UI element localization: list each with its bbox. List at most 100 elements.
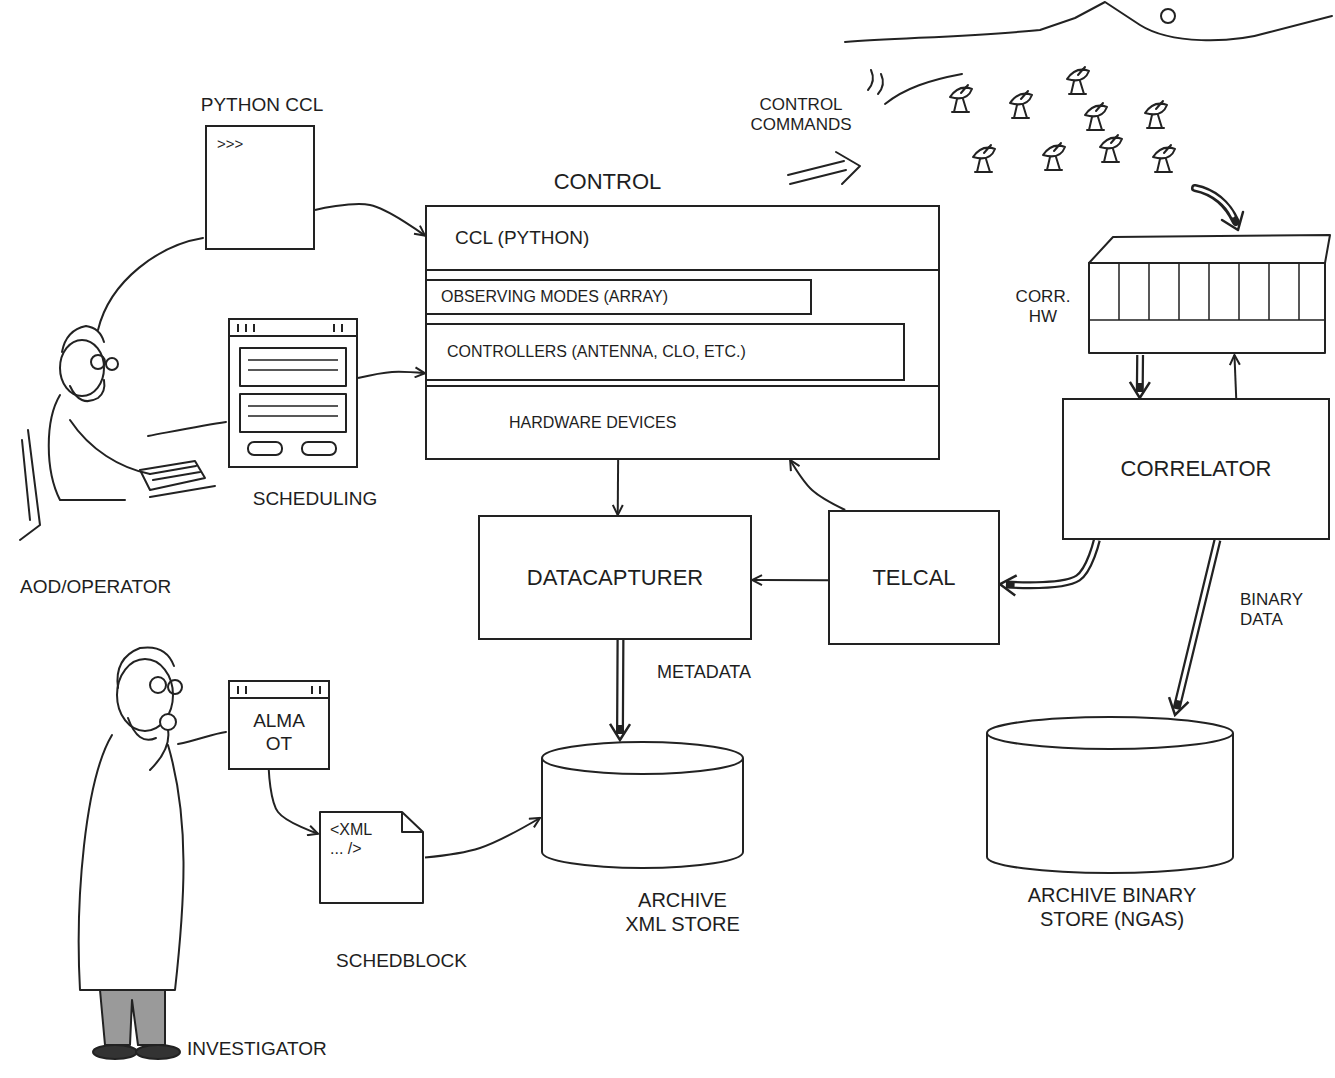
connector-arrow bbox=[752, 579, 828, 581]
mountain-ridge bbox=[845, 2, 1332, 42]
node-label: PYTHON CCL bbox=[201, 94, 323, 117]
feed-arrow-head bbox=[1222, 212, 1243, 230]
shape-group bbox=[542, 742, 743, 868]
component-box: CONTROLCCL (PYTHON)OBSERVING MODES (ARRA… bbox=[425, 205, 940, 460]
node-label: CORRELATOR bbox=[1121, 456, 1272, 482]
figure-caption: INVESTIGATOR bbox=[185, 1038, 329, 1061]
rack-dividers bbox=[1089, 263, 1325, 320]
connector-arrow bbox=[790, 460, 845, 510]
panel-lines bbox=[248, 360, 338, 416]
node-label: TELCAL bbox=[872, 564, 955, 590]
shape-outline bbox=[540, 740, 745, 870]
connector-arrow bbox=[425, 818, 540, 858]
connector-arrow bbox=[315, 204, 425, 236]
document-outline bbox=[320, 812, 423, 903]
connector-inner-line bbox=[618, 640, 622, 740]
keyboard bbox=[140, 461, 205, 490]
window-button bbox=[302, 442, 336, 455]
component-box: CORR. HW bbox=[1085, 225, 1330, 355]
antenna-icon bbox=[1067, 67, 1089, 94]
window-titlebar bbox=[230, 324, 356, 336]
antenna-icon bbox=[973, 145, 995, 172]
antenna-icon bbox=[1153, 145, 1175, 172]
node-label: CONTROLLERS (ANTENNA, CLO, ETC.) bbox=[447, 342, 746, 361]
sketch-group bbox=[20, 2, 1332, 1059]
node-label: DATACAPTURER bbox=[527, 564, 703, 590]
connector-inner-line bbox=[1175, 540, 1217, 715]
operator-glasses bbox=[106, 358, 118, 370]
layer-band: CONTROLLERS (ANTENNA, CLO, ETC.) bbox=[427, 323, 905, 381]
shape-group bbox=[320, 812, 423, 903]
operator-head bbox=[60, 340, 104, 396]
figure-caption: CONTROL COMMANDS bbox=[735, 95, 867, 136]
node-label: CORR. HW bbox=[1007, 287, 1079, 328]
node-label: HARDWARE DEVICES bbox=[509, 413, 676, 432]
shape-group bbox=[987, 717, 1233, 873]
antenna-icon bbox=[1145, 101, 1167, 128]
node-label: CONTROL bbox=[554, 169, 662, 195]
node-label: ARCHIVE BINARY STORE (NGAS) bbox=[1005, 883, 1220, 931]
layer-band: OBSERVING MODES (ARRAY) bbox=[427, 279, 812, 315]
operator-glasses bbox=[91, 355, 105, 369]
node-label: ARCHIVE XML STORE bbox=[617, 888, 749, 936]
cylinder-top bbox=[987, 717, 1233, 749]
operator-hair-beard bbox=[62, 326, 106, 401]
component-box: ARCHIVE BINARY STORE (NGAS) bbox=[985, 715, 1235, 875]
rack-front bbox=[1089, 263, 1325, 353]
window-panel bbox=[240, 348, 346, 432]
node-label: >>> bbox=[217, 135, 243, 153]
feed-arrow-outer bbox=[1195, 188, 1236, 222]
data-flow-arrow bbox=[1136, 355, 1144, 398]
operator-body bbox=[20, 395, 215, 540]
component-box: TELCAL bbox=[828, 510, 1000, 645]
shape-group bbox=[230, 324, 356, 455]
layer-band: HARDWARE DEVICES bbox=[427, 385, 938, 458]
antenna-icon bbox=[1100, 135, 1122, 162]
component-box: PYTHON CCL>>> bbox=[205, 125, 315, 250]
investigator-glasses bbox=[168, 680, 182, 694]
component-box: DATACAPTURER bbox=[478, 515, 752, 640]
document-fold bbox=[402, 812, 423, 832]
cylinder-body bbox=[987, 733, 1233, 873]
component-box: SCHEDULING bbox=[228, 318, 358, 468]
antenna-icon bbox=[1085, 103, 1107, 130]
signal-squiggle bbox=[868, 70, 962, 104]
node-label: <XML ... /> bbox=[330, 820, 382, 858]
layer-band: CCL (PYTHON) bbox=[427, 207, 938, 271]
node-label: SCHEDBLOCK bbox=[317, 950, 487, 973]
investigator-hand bbox=[160, 714, 176, 730]
investigator-shoe bbox=[93, 1045, 137, 1059]
feed-arrow-inner bbox=[1195, 188, 1233, 216]
shape-outline bbox=[1085, 225, 1330, 355]
connector-inner-line bbox=[1138, 355, 1142, 398]
data-flow-arrow bbox=[616, 640, 625, 740]
component-box: <XML ... />SCHEDBLOCK bbox=[318, 810, 425, 905]
shape-outline bbox=[985, 715, 1235, 875]
node-label: SCHEDULING bbox=[230, 488, 400, 511]
node-label: ALMA OT bbox=[244, 710, 314, 756]
investigator-coat bbox=[79, 730, 184, 990]
data-flow-arrow bbox=[1000, 540, 1097, 585]
component-box: ALMA OT bbox=[228, 680, 330, 770]
shape-group bbox=[1089, 235, 1330, 353]
shape-group bbox=[230, 686, 328, 698]
connector-arrow bbox=[617, 460, 619, 515]
leader-line bbox=[178, 732, 226, 744]
leader-line bbox=[98, 238, 203, 330]
connector-inner-line bbox=[1000, 540, 1097, 585]
node-label: CCL (PYTHON) bbox=[455, 227, 589, 250]
investigator-shoe bbox=[136, 1045, 180, 1059]
figure-caption: AOD/OPERATOR bbox=[18, 576, 173, 599]
data-flow-arrow bbox=[1175, 540, 1217, 715]
command-arrow bbox=[788, 152, 860, 184]
connector-arrow bbox=[358, 372, 425, 378]
investigator-legs bbox=[100, 990, 165, 1045]
connector-label: METADATA bbox=[655, 662, 753, 684]
leader-line bbox=[148, 422, 226, 436]
component-box: CORRELATOR bbox=[1062, 398, 1330, 540]
window-button bbox=[248, 442, 282, 455]
antenna-icon bbox=[1043, 143, 1065, 170]
window-titlebar bbox=[230, 686, 328, 698]
connector-arrow bbox=[269, 770, 318, 834]
